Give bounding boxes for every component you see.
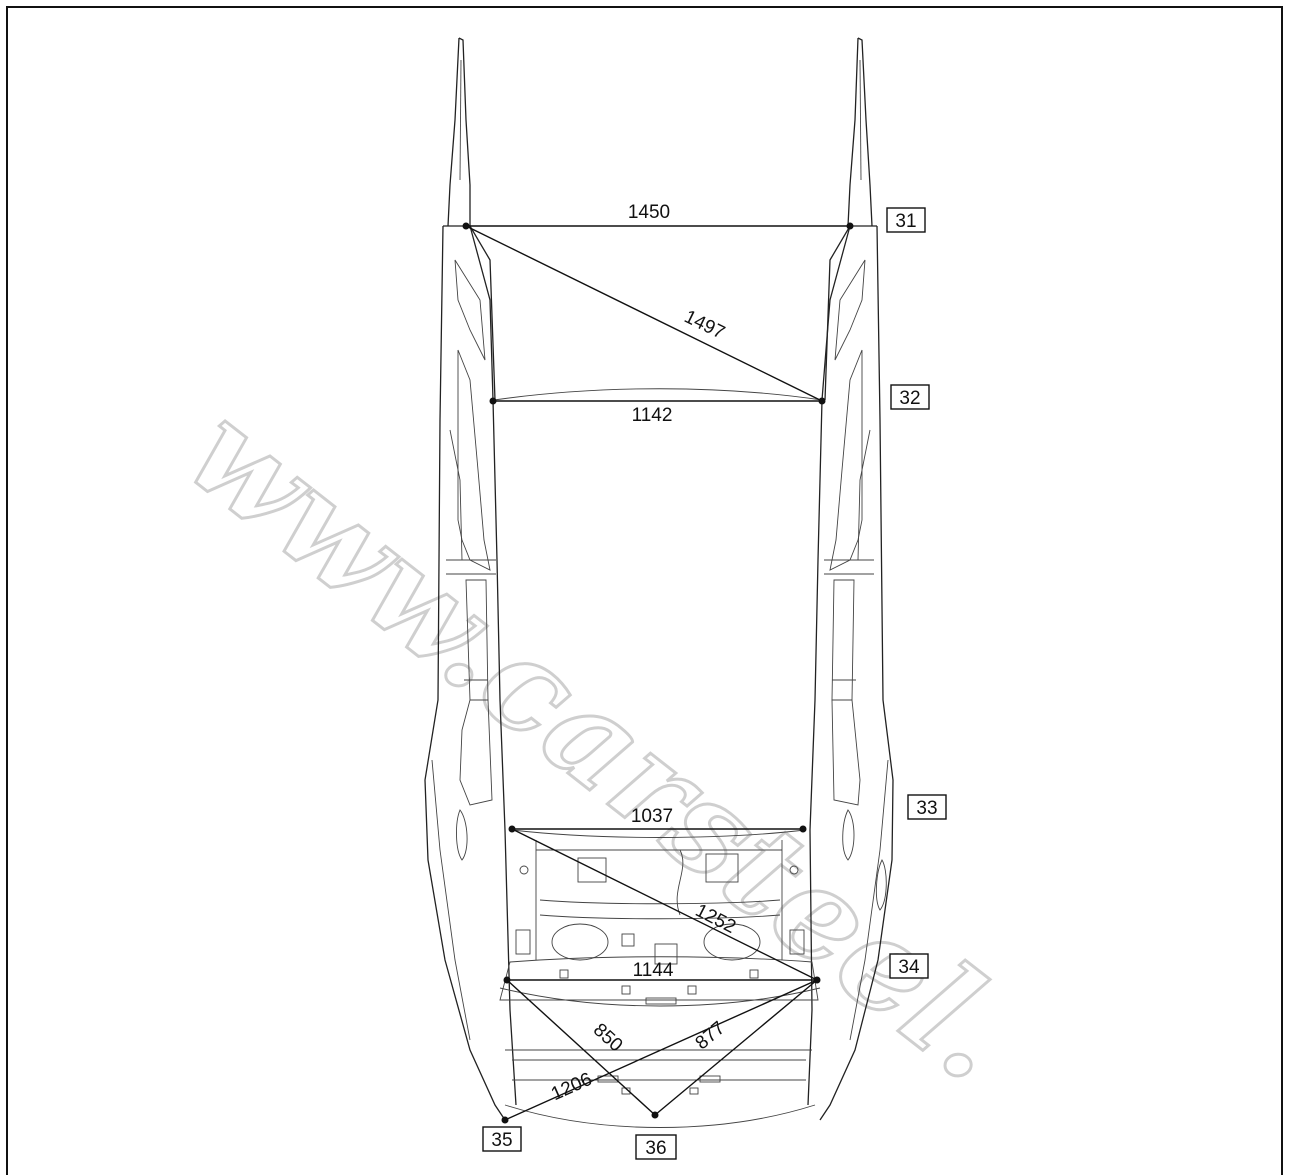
diagram-frame <box>6 6 1283 1175</box>
ref-point-35-label: 35 <box>491 1130 512 1151</box>
measurement-lines <box>465 225 850 1121</box>
line-877 <box>654 979 818 1116</box>
measure-point <box>813 976 821 984</box>
ref-point-33: 33 <box>907 794 947 820</box>
ref-point-31: 31 <box>886 207 926 233</box>
measurement-points <box>462 222 854 1124</box>
measure-point <box>503 976 511 984</box>
ref-point-32: 32 <box>890 384 930 410</box>
line-1206 <box>504 979 818 1121</box>
measure-point <box>489 397 497 405</box>
ref-point-36-label: 36 <box>645 1138 666 1159</box>
measure-point <box>651 1111 659 1119</box>
dimension-label-850: 850 <box>589 1020 627 1057</box>
line-1497 <box>465 225 823 402</box>
measure-point <box>462 222 470 230</box>
ref-point-32-label: 32 <box>899 388 920 409</box>
watermark-text: www.carsteel. <box>161 376 1044 1112</box>
ref-point-35: 35 <box>482 1126 522 1152</box>
dimension-label-1037: 1037 <box>631 806 673 827</box>
dimension-label-877: 877 <box>692 1018 730 1054</box>
line-850 <box>506 979 656 1116</box>
measure-point <box>799 825 807 833</box>
ref-point-31-label: 31 <box>895 211 916 232</box>
body-left-side <box>424 37 517 1121</box>
ref-point-36: 36 <box>635 1134 677 1160</box>
dimension-label-1450: 1450 <box>628 202 670 223</box>
measure-point <box>508 825 516 833</box>
measure-point <box>846 222 854 230</box>
dimension-label-1206: 1206 <box>548 1069 595 1105</box>
ref-point-34: 34 <box>889 953 929 979</box>
dimension-label-1142: 1142 <box>632 405 673 426</box>
ref-point-33-label: 33 <box>916 798 937 819</box>
measure-point <box>818 397 826 405</box>
measure-point <box>501 1116 509 1124</box>
line-1252 <box>511 828 818 981</box>
dimension-label-1144: 1144 <box>633 960 674 981</box>
dimension-label-1497: 1497 <box>681 306 728 343</box>
ref-point-34-label: 34 <box>898 957 920 978</box>
reference-points: 31 32 33 34 35 36 <box>482 207 947 1160</box>
